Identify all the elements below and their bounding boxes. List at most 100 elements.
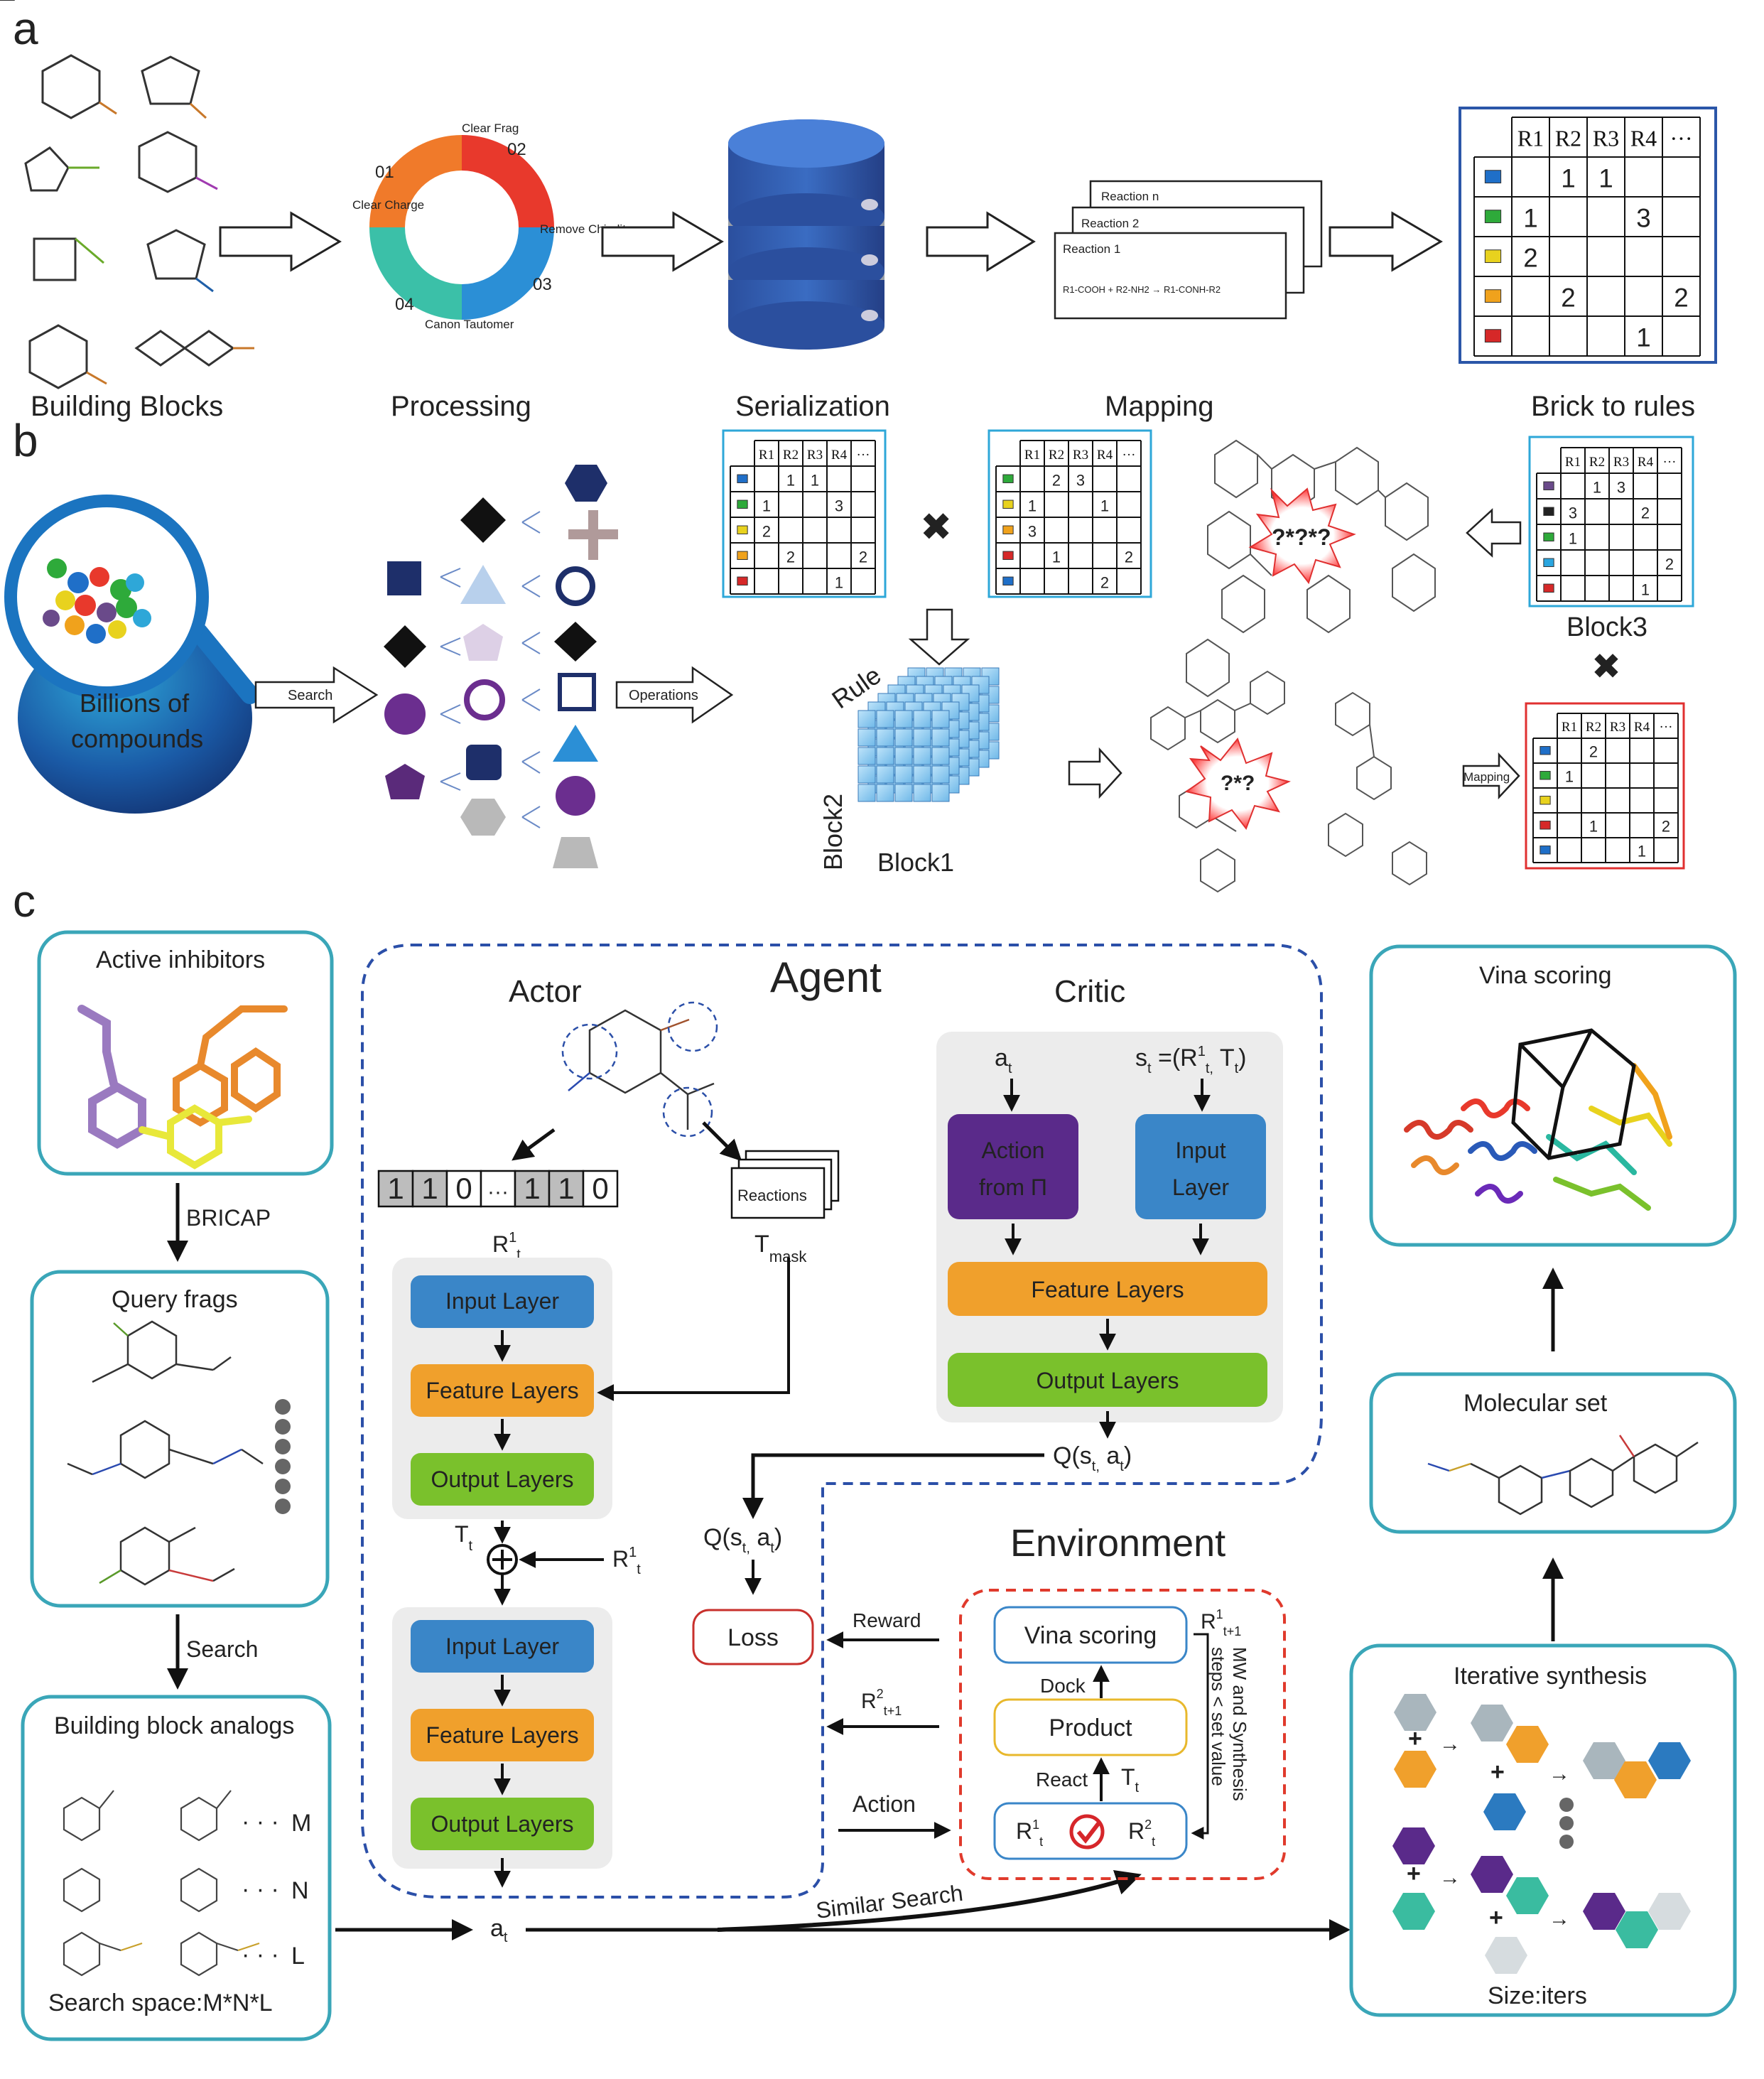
step-02-label: Clear Frag <box>462 122 519 135</box>
count-n: N <box>291 1877 309 1904</box>
table-a-header: R2 <box>1555 125 1581 151</box>
dots-n: · · · <box>242 1876 279 1903</box>
lens-text-line2: compounds <box>71 724 203 753</box>
burst-large-text: ?*?*? <box>1272 524 1331 550</box>
table-b3-row-swatch <box>1543 481 1554 490</box>
r1t-plus-label: R1t <box>612 1545 641 1577</box>
bit-cell <box>480 1170 516 1208</box>
table-a-cell: 1 <box>1561 164 1575 193</box>
more-fragments-dots <box>275 1399 291 1514</box>
table-b1-header: R4 <box>831 448 848 463</box>
table-b2-cell: 2 <box>1052 471 1061 489</box>
active-inhibitors-box <box>37 930 334 1176</box>
bit-cell <box>445 1170 482 1208</box>
dots-m: · · · <box>242 1808 279 1835</box>
mapping-arrow <box>1462 752 1520 800</box>
cube-label-block1: Block1 <box>877 848 954 877</box>
hexagon-block <box>1583 1893 1625 1930</box>
hexagon-block <box>1392 1827 1435 1864</box>
critic-input-layer-box <box>1135 1114 1266 1219</box>
unknown-burst-small <box>1184 737 1291 831</box>
agent-region <box>361 944 1323 1899</box>
count-m: M <box>291 1810 311 1837</box>
arrow-to-molecules <box>1068 747 1122 799</box>
action-from-pi-line2: from Π <box>979 1174 1047 1200</box>
processing-cycle: 01 Clear Charge 02 Clear Frag 03 Remove … <box>352 122 632 331</box>
cube-cell <box>894 747 913 765</box>
cube-cell <box>913 728 931 747</box>
table-b3-cell: 2 <box>1641 504 1650 522</box>
table-b4-header: R1 <box>1562 720 1577 735</box>
table-b2-cell: 1 <box>1052 548 1061 566</box>
bit-value: 0 <box>592 1172 608 1205</box>
table-b4-header: R2 <box>1586 720 1601 735</box>
operations-arrow <box>615 666 734 724</box>
iterative-hexagons: +→+→+→+→ <box>1392 1694 1691 1974</box>
cube-cell <box>931 710 950 728</box>
operator-symbol: + <box>1408 1725 1422 1752</box>
operator-symbol: + <box>1407 1860 1421 1887</box>
bit-value: 0 <box>455 1172 472 1205</box>
cube-cell <box>931 747 950 765</box>
product-label: Product <box>1049 1714 1132 1742</box>
table-b1-cell: 1 <box>786 471 795 489</box>
critic-input-layer-line2: Layer <box>1172 1174 1229 1200</box>
actor1-feature-layers <box>411 1364 594 1417</box>
actor2-input-layer <box>411 1620 594 1673</box>
actor-molecule <box>561 1001 718 1138</box>
tt-label: Tt <box>455 1521 473 1554</box>
table-b2-row-swatch <box>1002 474 1014 483</box>
r1-next-label: R1t+1 <box>1201 1607 1241 1638</box>
table-b1-header: ··· <box>857 448 870 463</box>
search-arrow-label: Search <box>288 688 332 703</box>
burst-small-text: ?*? <box>1221 772 1255 795</box>
r2t-env-label: R2t <box>1128 1818 1155 1849</box>
constraint-loop-arrow <box>1191 1633 1209 1840</box>
cube-cell <box>857 784 876 802</box>
query-frags-box <box>30 1270 330 1608</box>
cube-cell <box>876 747 894 765</box>
table-b1-cell: 3 <box>835 497 843 514</box>
step-01-label: Clear Charge <box>352 198 424 212</box>
dock-label: Dock <box>1040 1675 1086 1697</box>
table-b1-cell: 2 <box>762 522 771 540</box>
table-a-cell: 1 <box>1636 323 1650 352</box>
database-icon <box>728 119 884 350</box>
query-frag-structures <box>67 1320 264 1586</box>
hexagon-block <box>1506 1726 1549 1763</box>
actor1-output-layers-label: Output Layers <box>431 1467 574 1492</box>
actor1-output-layers <box>411 1453 594 1506</box>
cube-cell <box>931 765 950 784</box>
table-a-row-swatch <box>1484 289 1502 303</box>
table-a-row-swatch <box>1484 170 1502 184</box>
table-b3-cell: 1 <box>1569 529 1577 547</box>
down-arrow-to-cube <box>908 608 970 666</box>
react-label: React <box>1036 1768 1088 1791</box>
cube-cell <box>894 765 913 784</box>
stage-label-serialization: Serialization <box>735 391 890 422</box>
q-value2-label: Q(st, at) <box>703 1524 782 1556</box>
compound-lens: Billions of compounds <box>4 495 259 814</box>
table-b2-header: R1 <box>1024 448 1040 463</box>
table-b4-cell: 2 <box>1589 743 1598 761</box>
rule-cube <box>857 667 1000 802</box>
cube-cell <box>913 710 931 728</box>
table-b3-header: R1 <box>1565 455 1581 470</box>
step-01-num: 01 <box>375 163 394 182</box>
search-down-label: Search <box>186 1636 258 1662</box>
table-a-header: R4 <box>1630 125 1657 151</box>
agent-title: Agent <box>770 954 882 1001</box>
stage-label-brick-to-rules: Brick to rules <box>1531 391 1695 422</box>
table-b3-header: R2 <box>1589 455 1605 470</box>
bit-value: ··· <box>487 1180 509 1204</box>
operator-symbol: + <box>1489 1904 1503 1931</box>
building-block-analogs-box <box>21 1695 332 2041</box>
cube-cell <box>876 784 894 802</box>
table-b2-cell: 3 <box>1076 471 1085 489</box>
bit-value: 1 <box>421 1172 438 1205</box>
table-b3-cell: 3 <box>1569 504 1577 522</box>
